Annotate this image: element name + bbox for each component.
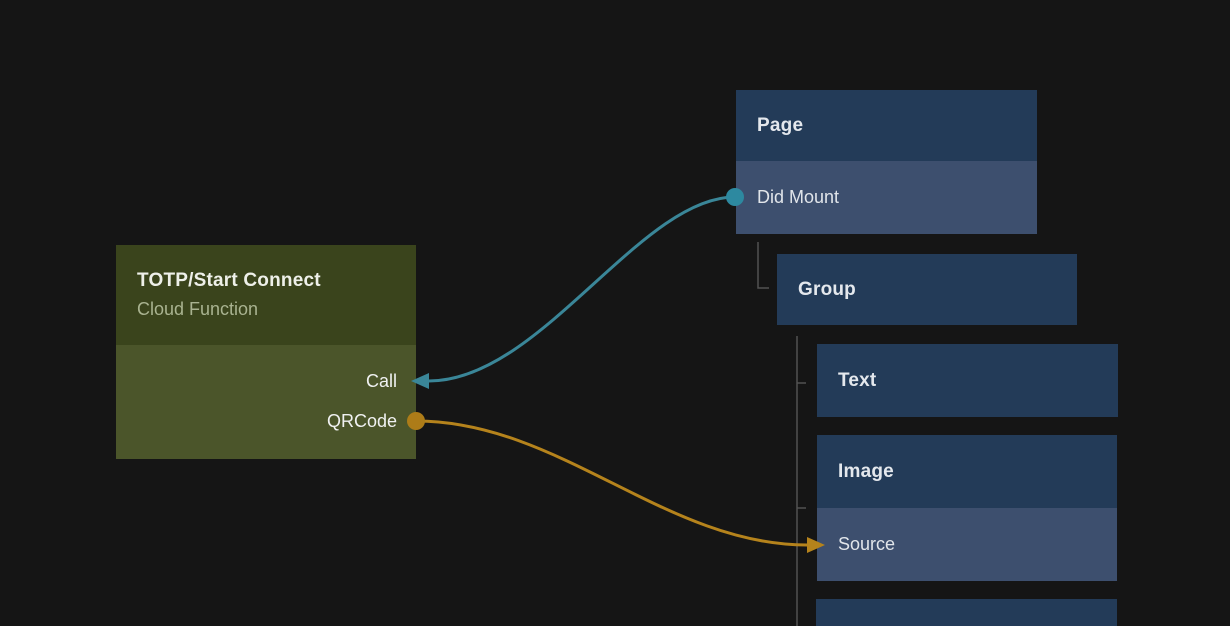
tree-elbow-page-group: [757, 242, 769, 289]
cloud-function-outputs: Call QRCode: [116, 345, 416, 459]
page-header[interactable]: Page: [736, 90, 1037, 161]
clipped-node-header[interactable]: [816, 599, 1117, 626]
group-title: Group: [798, 278, 856, 300]
page-trigger-row[interactable]: Did Mount: [736, 161, 1037, 234]
output-row-call[interactable]: Call: [116, 361, 416, 401]
cloud-function-title: TOTP/Start Connect: [137, 270, 321, 291]
output-label-call: Call: [365, 370, 397, 391]
wire-qrcode-to-source[interactable]: [414, 419, 809, 547]
node-cloud-function[interactable]: TOTP/Start Connect Cloud Function Call Q…: [116, 245, 416, 459]
image-source-label: Source: [838, 534, 896, 554]
output-row-qrcode[interactable]: QRCode: [116, 401, 416, 441]
text-title: Text: [838, 369, 877, 391]
node-image[interactable]: Image Source: [817, 435, 1117, 581]
node-page[interactable]: Page Did Mount: [736, 90, 1037, 234]
node-clipped-bottom[interactable]: [816, 599, 1117, 626]
text-header[interactable]: Text: [817, 344, 1118, 417]
image-title: Image: [838, 460, 894, 482]
image-header[interactable]: Image: [817, 435, 1117, 508]
node-text[interactable]: Text: [817, 344, 1118, 417]
cloud-function-subtitle: Cloud Function: [137, 299, 259, 319]
page-trigger-label: Did Mount: [757, 187, 840, 207]
group-header[interactable]: Group: [777, 254, 1077, 325]
page-title: Page: [757, 114, 804, 136]
cloud-function-header[interactable]: TOTP/Start Connect Cloud Function: [116, 245, 416, 345]
image-source-row[interactable]: Source: [817, 508, 1117, 581]
wire-didmount-to-call[interactable]: [427, 195, 737, 383]
node-group[interactable]: Group: [777, 254, 1077, 325]
output-label-qrcode: QRCode: [326, 410, 397, 431]
